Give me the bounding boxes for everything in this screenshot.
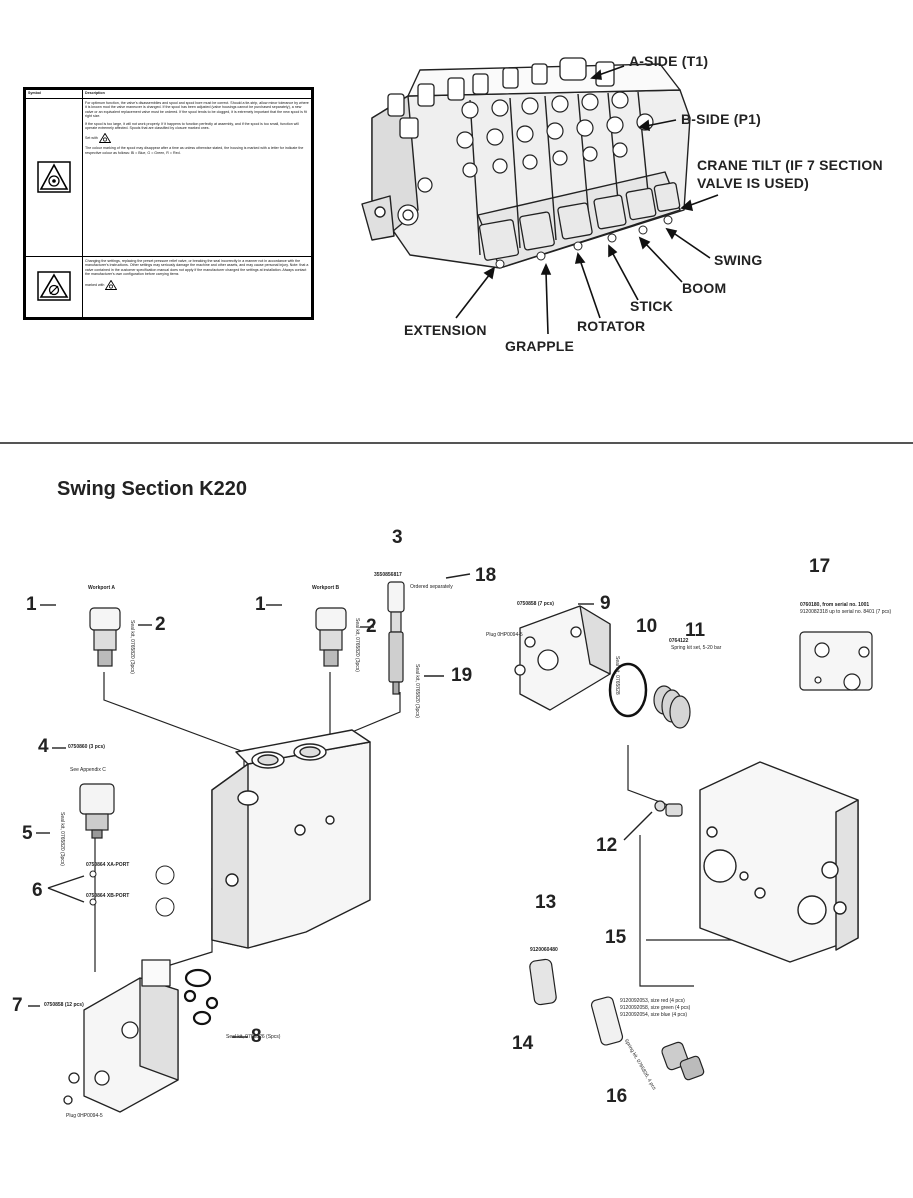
item-number-12: 12 [596,835,618,856]
callout-grapple: GRAPPLE [505,338,575,354]
label-plug: Plug 0HP0094-5 [486,632,523,638]
table-symbol-cell [25,98,83,257]
safety-triangle-icon [37,161,71,193]
callout-b-side: B-SIDE (P1) [681,111,761,127]
o-ring [608,662,648,718]
item-number-4: 4 [38,736,49,757]
label-xa-port: 0750864 XA-PORT [86,862,130,868]
label-part-4: 0750860 (3 pcs) [68,744,105,750]
item-number-10: 10 [636,616,658,637]
label-seal-kit-5: Seal kit, 0765820 (3pcs) [59,812,65,866]
label-xb-port: 0750864 XB-PORT [86,893,130,899]
label-plug-7: Plug 0HP0094-5 [66,1113,103,1119]
item-number-1: 1 [26,594,37,615]
callout-extension: EXTENSION [404,322,487,338]
label-part-3: 3550856817 [374,572,402,578]
description-paragraph: marked with [85,279,309,290]
callout-a-side: A-SIDE (T1) [629,53,709,69]
page-title: Swing Section K220 [57,478,248,500]
label-seal-kit-8: Seal kit, 0765826 (Spcs) [226,1034,281,1040]
item-number-11: 11 [685,620,706,641]
item-number-9: 9 [600,593,611,614]
safety-table: Symbol Description For optimum function,… [23,87,314,320]
description-paragraph: For optimum function, the valve's disass… [85,101,309,119]
callout-rotator: ROTATOR [577,318,646,334]
item-number-6: 6 [32,880,43,901]
label-kit-17: 0760180, from serial no. 1001 [800,602,870,608]
label-spool-seal: Seal kit, 0765828 [614,656,620,695]
label-size-green: 9120092058, size green (4 pcs) [620,1005,691,1011]
item-number-18: 18 [475,565,497,586]
item-number-5: 5 [22,823,33,844]
table-description-cell: Changing the settings, replacing the pre… [82,256,312,318]
section-divider [0,442,913,444]
label-size-red: 9120092053, size red (4 pcs) [620,998,685,1004]
description-paragraph: The colour marking of the spool may disa… [85,146,304,155]
callout-boom: BOOM [682,280,727,296]
label-seal-kit-2b: Seal kit, 0765820 (3pcs) [354,618,360,672]
label-seal-kit-2a: Seal kit, 0765820 (3pcs) [129,620,135,674]
label-part-9: 0750858 (7 pcs) [517,601,554,607]
label-kit-17b: 9120082318 up to serial no. 8401 (7 pcs) [800,609,892,615]
label-workport-b: Workport B [312,585,340,591]
description-paragraph: If the spool is too large, it will not w… [85,121,299,131]
label-ordered-separately: Ordered separately [410,584,453,590]
item-number-14: 14 [512,1033,534,1054]
item-number-1: 1 [255,594,266,615]
item-number-19: 19 [451,665,473,686]
label-see-appendix: See Appendix C [70,767,106,773]
item-number-8: 8 [251,1026,262,1047]
table-symbol-cell [25,256,83,318]
label-size-blue: 9120092054, size blue (4 pcs) [620,1012,687,1018]
item-number-15: 15 [605,927,627,948]
valve-block-illustration [361,57,719,335]
item-number-2: 2 [366,616,377,637]
callout-swing: SWING [714,252,763,268]
label-part-11: 0764122 [669,638,689,644]
small-triangle-icon [105,279,118,290]
callout-stick: STICK [630,298,673,314]
label-part-7: 0750858 (12 pcs) [44,1002,84,1008]
item-number-7: 7 [12,995,23,1016]
label-seal-kit-19: Seal kit, 0765820 (3pcs) [414,664,420,718]
label-spring-11: Spring kit set, 5-20 bar [671,645,722,651]
item-number-3: 3 [392,527,403,548]
item-number-16: 16 [606,1086,628,1107]
callout-crane-tilt: CRANE TILT (IF 7 SECTION VALVE IS USED) [697,157,883,191]
description-paragraph: Changing the settings, replacing the pre… [85,259,309,277]
label-part-13: 9120060480 [530,947,558,953]
description-paragraph: Set with [85,133,309,144]
item-number-2: 2 [155,614,166,635]
item-number-13: 13 [535,892,557,913]
warning-gear-icon [37,271,71,302]
item-number-17: 17 [809,556,831,577]
small-triangle-icon [98,133,112,144]
label-workport-a: Workport A [88,585,115,591]
